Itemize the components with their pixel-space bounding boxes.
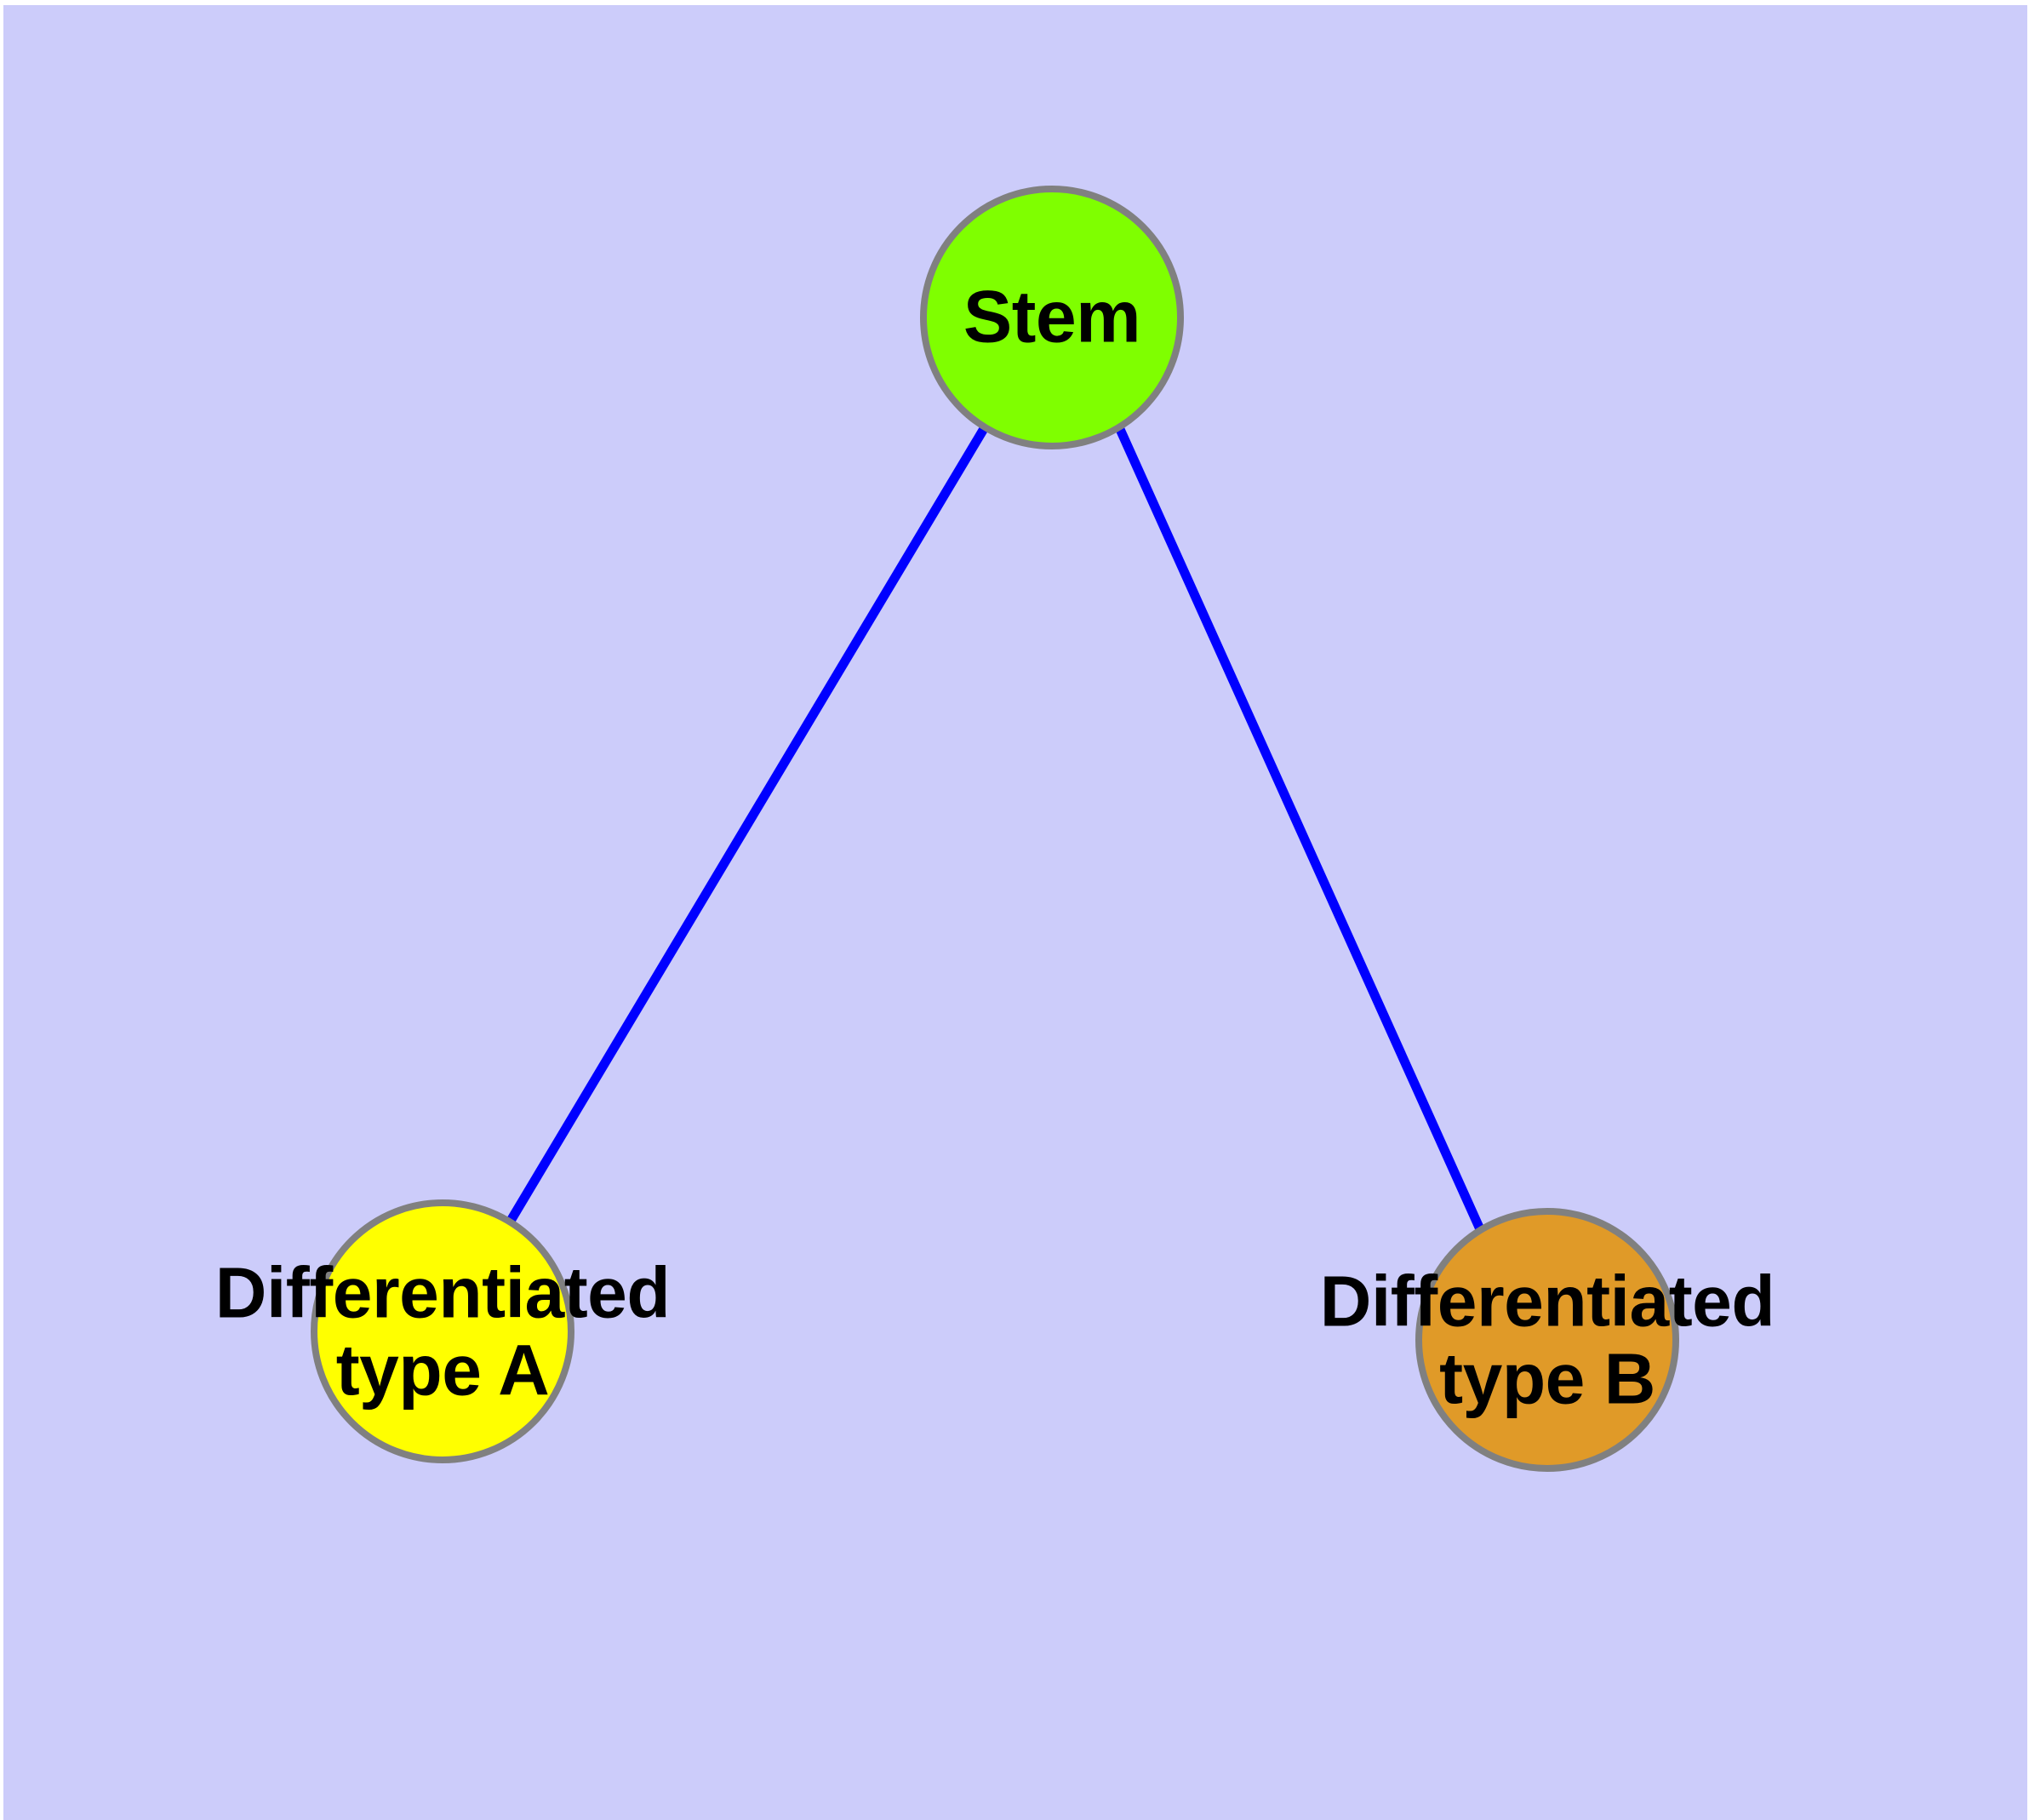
edge-layer [506,425,1485,1232]
node-layer [311,186,1679,1472]
node-diff-a[interactable] [311,1199,574,1463]
node-diff-b[interactable] [1415,1208,1679,1472]
node-stem[interactable] [920,186,1184,449]
edge-stem-to-diff-b [1114,425,1485,1232]
edge-stem-to-diff-a [506,425,989,1223]
